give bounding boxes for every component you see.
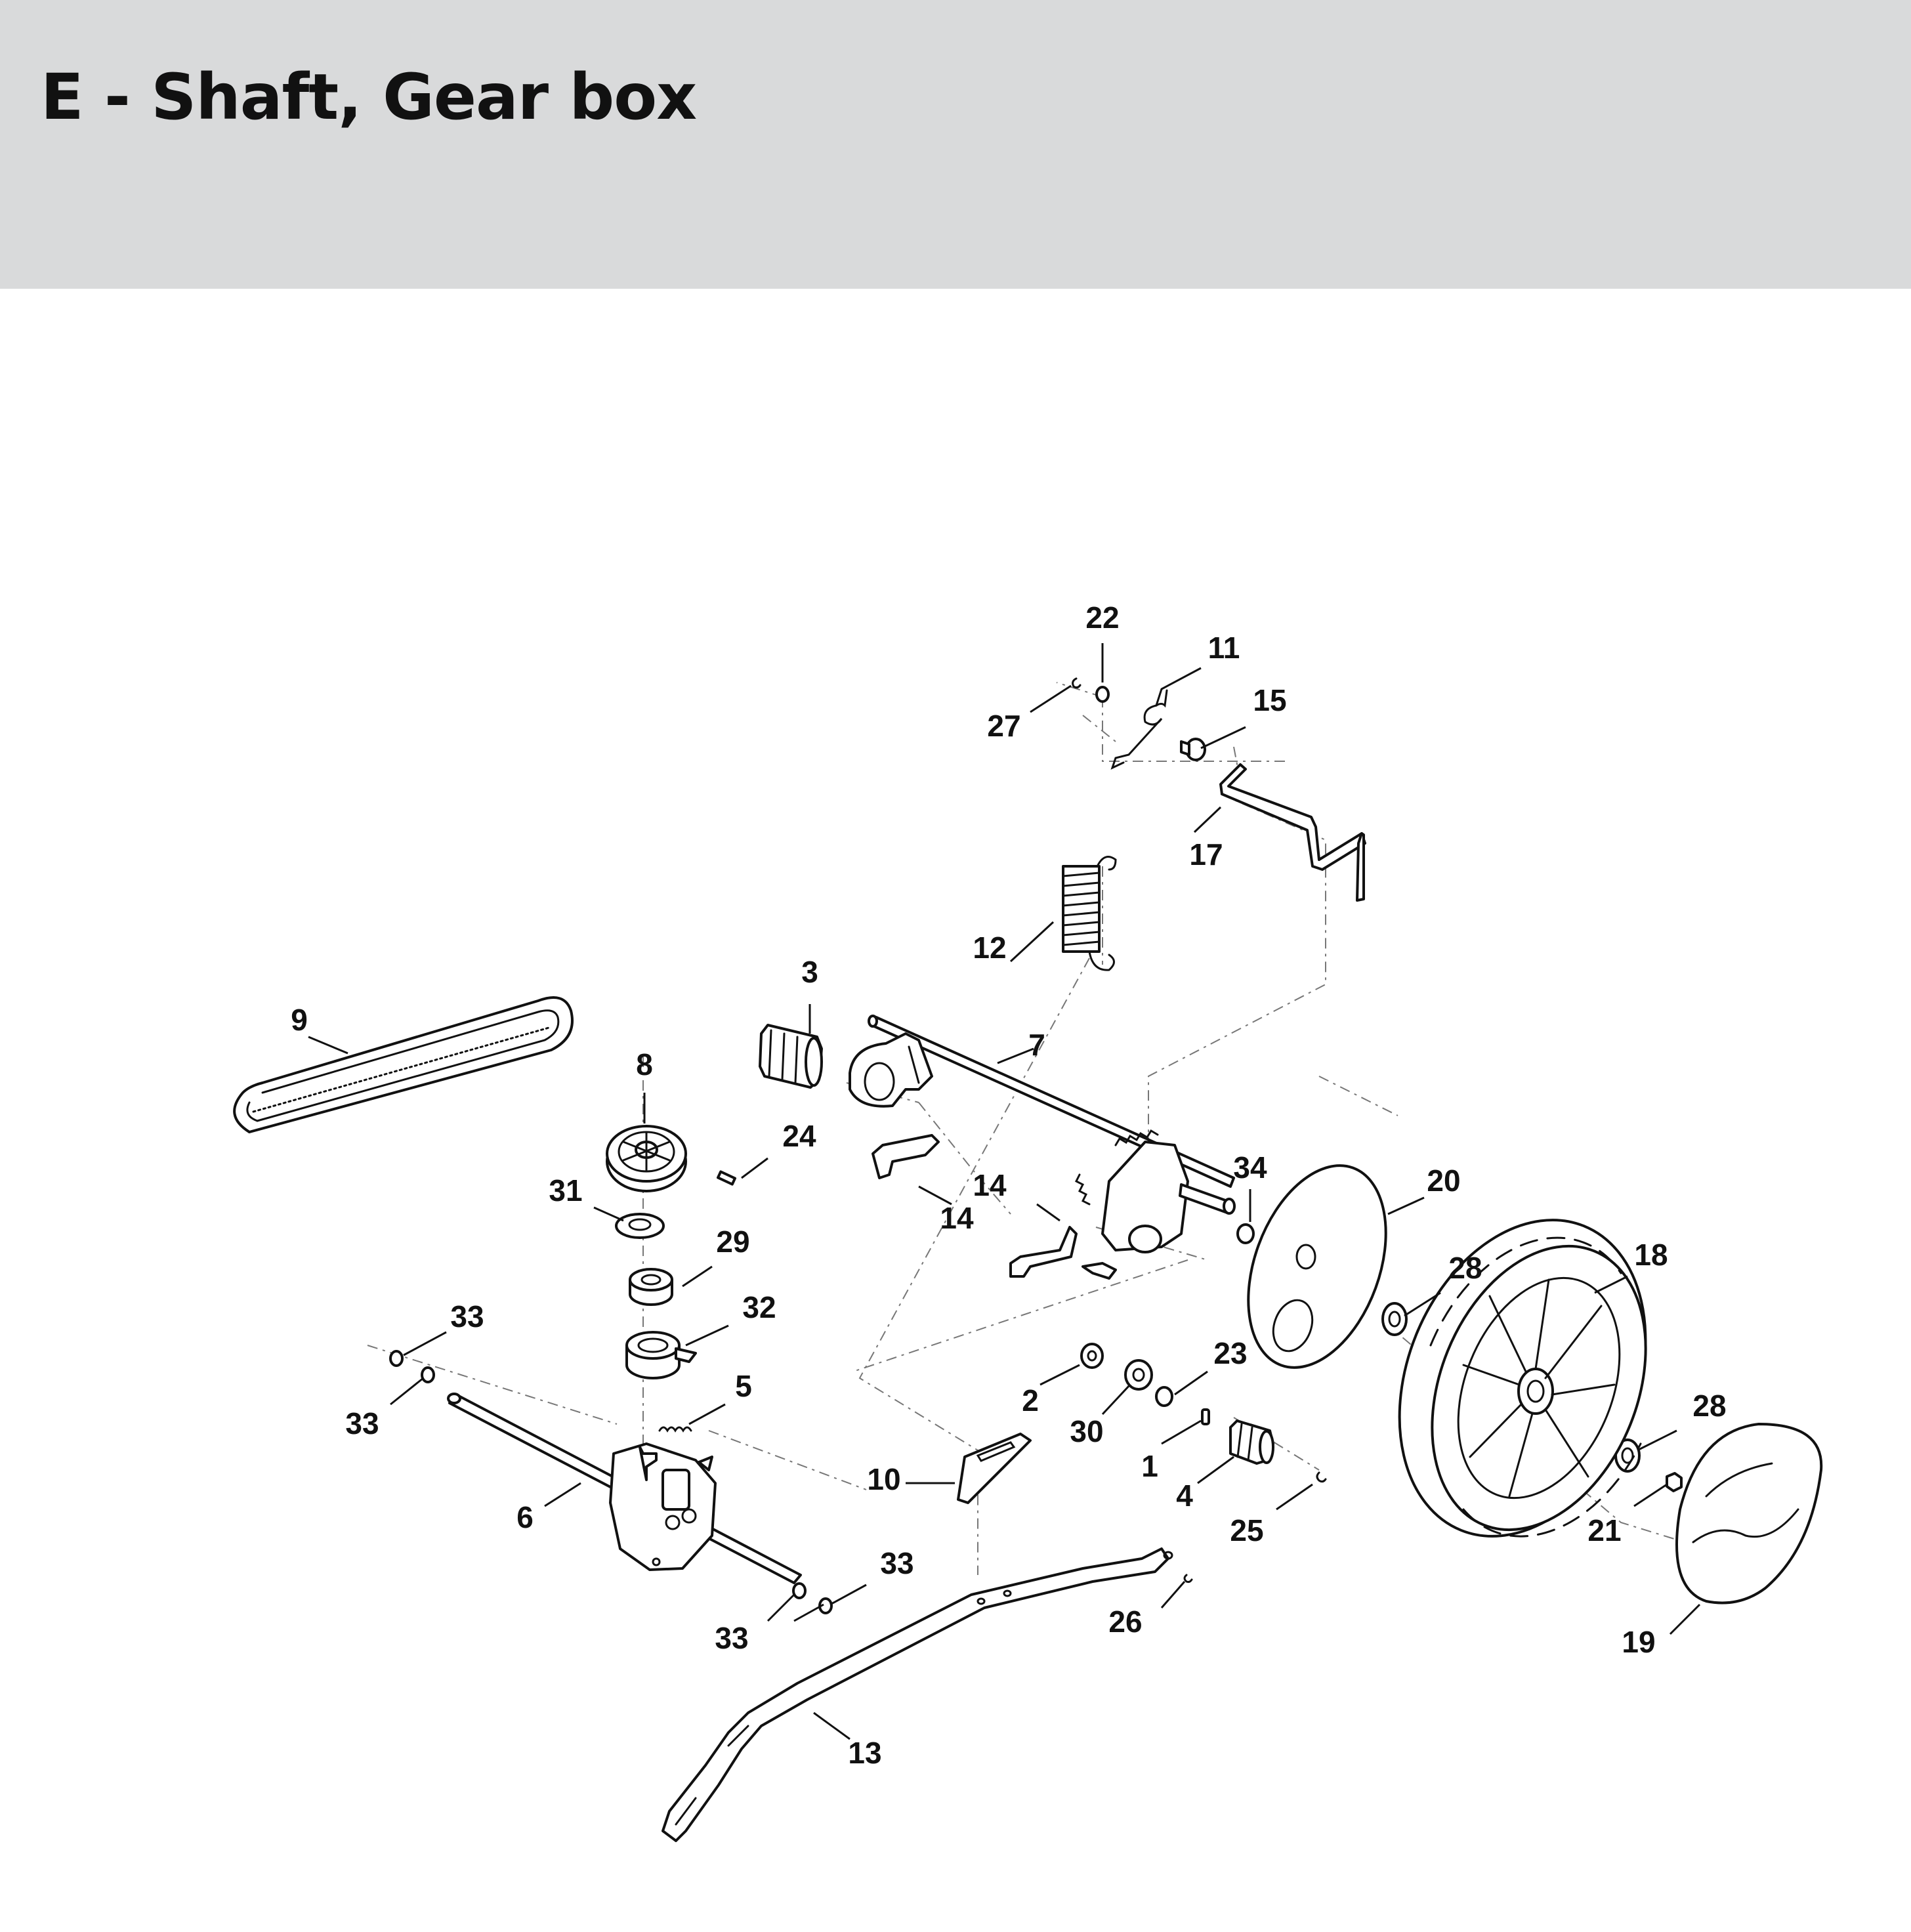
drive-shaft-icon [849,1015,1236,1280]
callout-32: 32 [742,1290,776,1324]
callout-28: 28 [1448,1251,1482,1285]
wheel-bearing-icon [1381,1302,1641,1473]
callout-28: 28 [1692,1389,1726,1423]
callout-14: 14 [973,1168,1007,1202]
header-bar: E - Shaft, Gear box [0,0,1911,289]
callout-18: 18 [1634,1238,1668,1272]
bearing-icon-2 [1124,1359,1153,1391]
cover-disc-icon [1247,1164,1387,1369]
torsion-spring-icon [1110,688,1168,770]
callout-24: 24 [782,1119,816,1153]
o-ring-icon [389,1350,833,1614]
clip-ring-icon-2 [1316,1471,1327,1483]
key-icon [1201,1408,1210,1425]
callout-11: 11 [1208,631,1240,665]
callout-21: 21 [1587,1513,1621,1547]
callout-22: 22 [1085,600,1119,635]
gearbox-icon [447,1393,802,1584]
callout-9: 9 [291,1003,308,1037]
callout-labels: 22 11 27 15 17 12 3 7 9 8 24 34 20 14 14… [291,600,1726,1770]
v-belt-icon [233,996,574,1133]
e-clip-icon [1183,1574,1193,1584]
bushing-icon [625,1331,697,1379]
seal-icon [615,1213,665,1239]
pinion-icon [1229,1419,1274,1465]
lever-arm-icon [662,1547,1173,1842]
callout-13: 13 [848,1736,881,1770]
bearing-icon [629,1268,673,1306]
callout-27: 27 [987,709,1020,743]
callout-12: 12 [973,931,1006,965]
callout-33: 33 [345,1406,379,1440]
callout-7: 7 [1028,1028,1045,1062]
callout-31: 31 [549,1173,582,1208]
callout-5: 5 [735,1369,752,1403]
callout-25: 25 [1230,1513,1263,1547]
callout-10: 10 [867,1462,900,1496]
page-title: E - Shaft, Gear box [41,60,697,134]
wheel-icon [1398,1219,1647,1538]
callout-8: 8 [636,1047,653,1082]
callout-3: 3 [801,955,818,989]
callout-2: 2 [1022,1383,1039,1418]
grip-pad-icon [957,1433,1032,1504]
callout-6: 6 [516,1500,534,1534]
callout-14: 14 [940,1201,974,1235]
handle-lever-icon [1219,763,1366,902]
callout-33: 33 [715,1621,748,1655]
callout-1: 1 [1141,1449,1158,1483]
callout-19: 19 [1622,1625,1655,1659]
small-spring-icon [658,1426,692,1433]
pulley-icon [606,1125,687,1192]
callout-23: 23 [1213,1336,1247,1370]
clip-ring-icon [1072,677,1082,689]
pin-icon [717,1170,736,1186]
bolt-icon [1180,738,1206,761]
leader-lines [308,643,1701,1740]
drive-gear-icon [759,1024,823,1089]
callout-15: 15 [1253,683,1286,717]
callout-30: 30 [1070,1414,1103,1448]
ring-icon-2 [1155,1386,1173,1407]
ring-icon [1236,1223,1255,1244]
clip-icon [872,1134,1078,1278]
tension-spring-icon [1062,856,1117,971]
callout-29: 29 [716,1225,749,1259]
washer-icon [1095,686,1110,703]
callout-26: 26 [1108,1605,1142,1639]
callout-20: 20 [1427,1164,1460,1198]
callout-4: 4 [1176,1479,1193,1513]
callout-17: 17 [1189,837,1223,872]
callout-33: 33 [880,1546,914,1580]
hubcap-icon [1675,1423,1823,1605]
callout-33: 33 [450,1299,484,1334]
callout-34: 34 [1233,1150,1267,1185]
nut-icon [1666,1472,1683,1492]
washer-icon-2 [1080,1343,1104,1369]
